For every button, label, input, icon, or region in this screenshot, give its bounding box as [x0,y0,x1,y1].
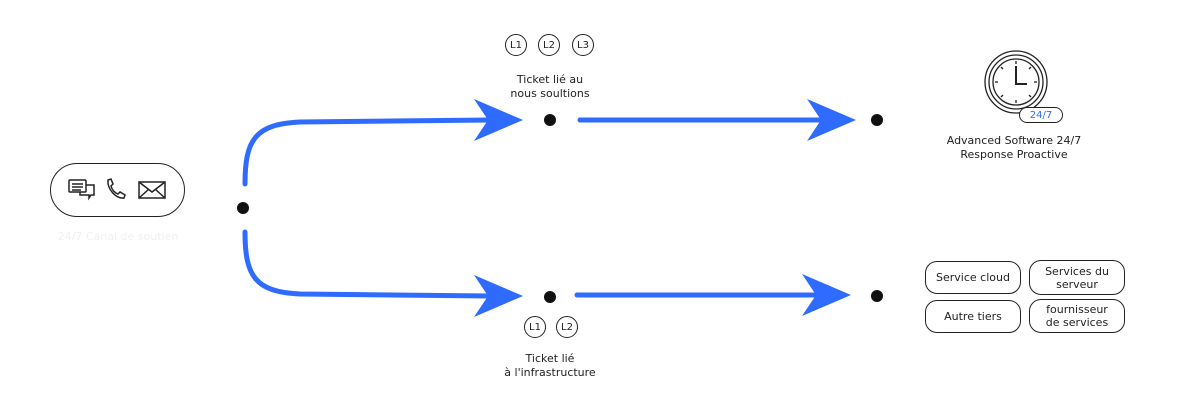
24-7-badge: 24/7 [1019,107,1063,123]
level-badge: L1 [524,316,546,338]
node-dot [544,114,556,126]
level-badge: L2 [556,316,578,338]
node-dot [871,114,883,126]
level-badge: L2 [538,34,560,56]
top-branch-curve [242,117,493,187]
arrowhead [474,275,523,317]
bottom-branch-label: Ticket lié à l'infrastructure [504,352,595,380]
label-line: nous soultions [510,87,590,100]
response-label: Advanced Software 24/7 Response Proactiv… [947,134,1082,162]
service-box: Service cloud [925,261,1021,294]
node-dot [871,290,883,302]
node-dot [544,291,556,303]
level-badge: L3 [572,34,594,56]
label-line: Response Proactive [960,148,1068,161]
top-branch-label: Ticket lié au nous soultions [510,73,589,101]
label-line: Advanced Software 24/7 [946,134,1082,147]
clock-icon [984,50,1048,114]
label-line: à l'infrastructure [504,366,596,379]
bottom-branch-curve [242,229,493,299]
arrowhead [807,99,856,141]
arrowhead [474,99,523,141]
arrowhead [802,274,851,316]
service-box: Autre tiers [925,300,1021,333]
label-line: Ticket lié au [516,73,584,86]
contact-channels-pill [50,163,185,217]
service-box: fournisseur de services [1029,299,1125,333]
label-line: Ticket lié [525,352,575,365]
channels-caption: 24/7 Canal de soutien [57,230,179,243]
node-dot [237,202,249,214]
phone-icon [107,178,126,199]
service-box: Services du serveur [1029,260,1125,295]
level-badge: L1 [505,34,527,56]
